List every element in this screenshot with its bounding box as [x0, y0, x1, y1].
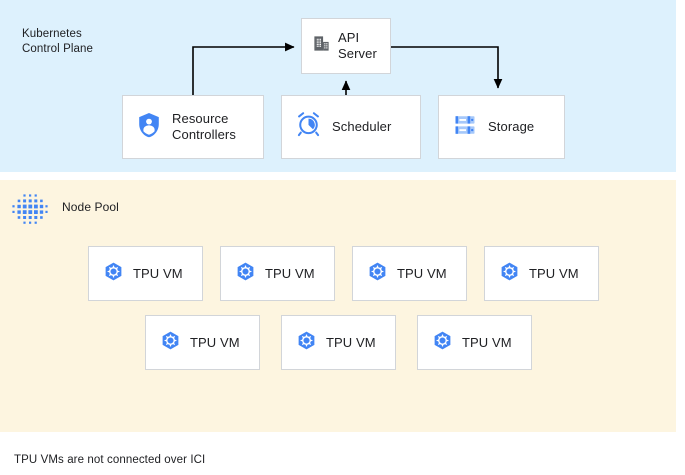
building-icon	[312, 34, 331, 58]
tpu-vm-label: TPU VM	[190, 334, 240, 350]
scheduler-label: Scheduler	[332, 119, 392, 134]
tpu-vm-card[interactable]: TPU VM	[417, 315, 532, 370]
tpu-hexagon-gear-icon	[367, 261, 388, 287]
resource-controllers-label: Resource Controllers	[172, 111, 236, 142]
tpu-hexagon-gear-icon	[499, 261, 520, 287]
tpu-vm-card[interactable]: TPU VM	[484, 246, 599, 301]
tpu-vm-label: TPU VM	[265, 265, 315, 281]
alarm-clock-icon	[296, 112, 321, 142]
server-rack-icon	[453, 113, 477, 142]
api-server-label: API Server	[338, 30, 377, 61]
tpu-vm-label: TPU VM	[326, 334, 376, 350]
tpu-hexagon-gear-icon	[432, 330, 453, 356]
tpu-vm-label: TPU VM	[529, 265, 579, 281]
tpu-vm-label: TPU VM	[133, 265, 183, 281]
tpu-vm-label: TPU VM	[397, 265, 447, 281]
node-pool-panel	[0, 180, 676, 432]
tpu-vm-card[interactable]: TPU VM	[145, 315, 260, 370]
tpu-vm-card[interactable]: TPU VM	[88, 246, 203, 301]
shield-user-icon	[137, 112, 161, 143]
tpu-vm-card[interactable]: TPU VM	[352, 246, 467, 301]
node-pool-title: Node Pool	[62, 200, 119, 214]
control-plane-title: Kubernetes Control Plane	[22, 28, 93, 55]
scheduler-node[interactable]: Scheduler	[281, 95, 421, 159]
resource-controllers-node[interactable]: Resource Controllers	[122, 95, 264, 159]
storage-node[interactable]: Storage	[438, 95, 565, 159]
storage-label: Storage	[488, 119, 535, 134]
dot-grid-icon	[11, 191, 49, 229]
api-server-node[interactable]: API Server	[301, 18, 391, 74]
tpu-vm-card[interactable]: TPU VM	[220, 246, 335, 301]
tpu-vm-card[interactable]: TPU VM	[281, 315, 396, 370]
tpu-hexagon-gear-icon	[235, 261, 256, 287]
tpu-vm-label: TPU VM	[462, 334, 512, 350]
tpu-hexagon-gear-icon	[296, 330, 317, 356]
tpu-hexagon-gear-icon	[160, 330, 181, 356]
tpu-hexagon-gear-icon	[103, 261, 124, 287]
diagram-caption: TPU VMs are not connected over ICI	[14, 454, 206, 466]
